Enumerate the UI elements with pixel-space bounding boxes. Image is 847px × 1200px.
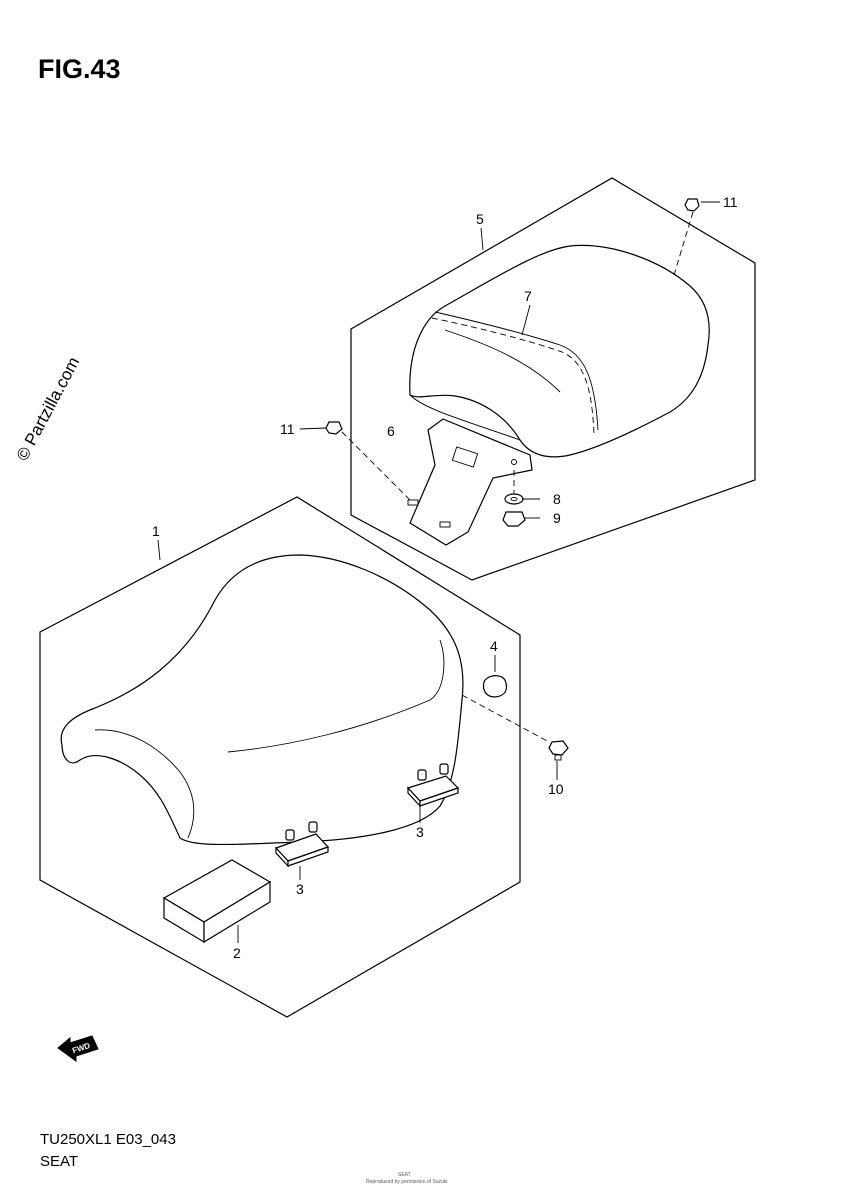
seat-bolt[interactable] <box>548 740 569 761</box>
callout-11-left: 11 <box>280 421 295 437</box>
callout-4: 4 <box>490 638 498 654</box>
callout-3-right: 3 <box>416 824 424 840</box>
rear-seat-group-outline <box>350 177 756 581</box>
callout-2: 2 <box>233 945 241 961</box>
callout-5: 5 <box>476 211 484 227</box>
diagram-code: TU250XL1 E03_043 <box>40 1131 176 1148</box>
callout-1: 1 <box>152 523 160 539</box>
nut[interactable] <box>502 511 526 527</box>
section-name: SEAT <box>40 1153 78 1170</box>
seat-bracket-right[interactable] <box>406 763 460 808</box>
bolt-upper[interactable] <box>684 198 700 212</box>
front-seat[interactable] <box>60 554 464 846</box>
watermark: © Partzilla.com <box>13 354 84 464</box>
callout-7: 7 <box>524 288 532 304</box>
tool-box[interactable] <box>162 859 272 944</box>
footnote-top: SEAT <box>398 1172 411 1178</box>
rear-seat[interactable] <box>409 244 710 458</box>
callout-3-left: 3 <box>296 881 304 897</box>
footnote-bottom: Reproduced by permission of Suzuki <box>366 1179 447 1185</box>
bolt-left[interactable] <box>325 421 343 435</box>
damper[interactable] <box>482 675 508 698</box>
seat-bracket-left[interactable] <box>274 821 330 868</box>
callout-8: 8 <box>553 491 561 507</box>
callout-9: 9 <box>553 510 561 526</box>
callout-10: 10 <box>548 781 564 797</box>
callout-6: 6 <box>387 423 395 439</box>
rear-seat-bracket[interactable] <box>407 418 533 546</box>
front-seat-group-outline <box>39 496 521 1018</box>
forward-arrow-icon: FWD <box>57 1035 99 1062</box>
callout-11-upper: 11 <box>723 194 738 210</box>
washer[interactable] <box>504 493 524 505</box>
figure-title: FIG.43 <box>38 54 121 84</box>
